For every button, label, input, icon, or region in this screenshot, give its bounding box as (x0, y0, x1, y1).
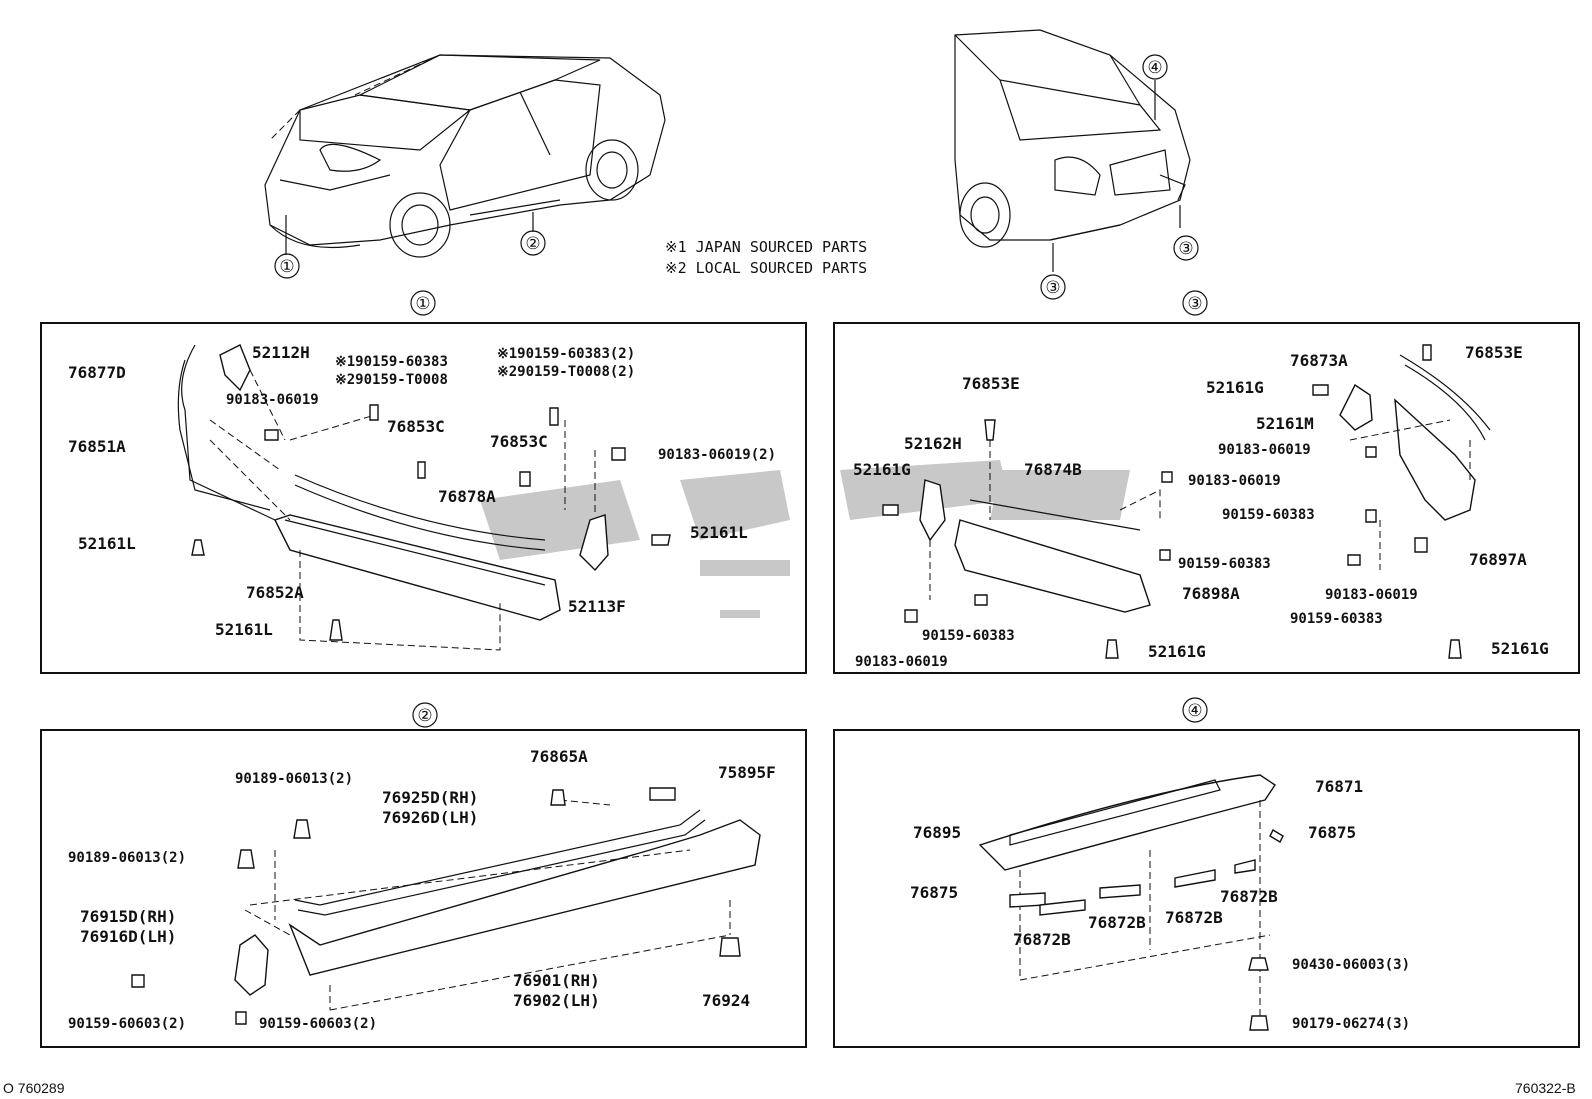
label-90159-60383-d: 90159-60383 (922, 628, 1015, 644)
section-1-label: ① (415, 294, 430, 313)
label-52161G-a: 52161G (1206, 378, 1264, 397)
label-90183-06019: 90183-06019 (226, 392, 319, 408)
label-90179-06274: 90179-06274(3) (1292, 1016, 1410, 1032)
label-90183-06019-a: 90183-06019 (1218, 442, 1311, 458)
label-76872B-a: 76872B (1220, 887, 1278, 906)
label-90159-60603-a: 90159-60603(2) (68, 1016, 186, 1032)
label-52161G-c: 52161G (1148, 642, 1206, 661)
section-2-label: ② (417, 706, 432, 725)
panel-front-bumper (40, 322, 807, 674)
rear-spoiler-drawing (978, 774, 1284, 1031)
label-76877D: 76877D (68, 363, 126, 382)
label-90430-06003: 90430-06003(3) (1292, 957, 1410, 973)
label-90183-06019-2: 90183-06019(2) (658, 447, 776, 463)
label-90159-T0008-b: ※290159-T0008(2) (497, 364, 635, 380)
callout-4: ④ (1147, 58, 1162, 77)
label-52161M: 52161M (1256, 414, 1314, 433)
label-76852A: 76852A (246, 583, 304, 602)
label-52161L-b: 52161L (690, 523, 748, 542)
callout-3-circle-a (1173, 235, 1199, 261)
front-bumper-drawing (177, 344, 671, 651)
note-japan: ※1 JAPAN SOURCED PARTS (665, 238, 867, 256)
callout-2: ② (525, 234, 540, 253)
label-90159-60383-a: ※190159-60383 (335, 354, 448, 370)
callout-1-circle (274, 253, 300, 279)
label-76853C-b: 76853C (490, 432, 548, 451)
footer-right-code: 760322-B (1515, 1080, 1576, 1096)
callout-2-circle (520, 230, 546, 256)
label-75895F: 75895F (718, 763, 776, 782)
label-90159-T0008-a: ※290159-T0008 (335, 372, 448, 388)
footer-left-code: O 760289 (3, 1080, 65, 1096)
callout-4-circle (1142, 54, 1168, 80)
label-76871: 76871 (1315, 777, 1363, 796)
label-76878A: 76878A (438, 487, 496, 506)
label-52161G-d: 52161G (1491, 639, 1549, 658)
label-76898A: 76898A (1182, 584, 1240, 603)
label-90159-60383-b: ※190159-60383(2) (497, 346, 635, 362)
label-76902: 76902(LH) (513, 991, 600, 1010)
label-52112H: 52112H (252, 343, 310, 362)
note-local: ※2 LOCAL SOURCED PARTS (665, 259, 867, 277)
label-90189-06013-a: 90189-06013(2) (235, 771, 353, 787)
callout-3-circle-b (1040, 274, 1066, 300)
label-76897A: 76897A (1469, 550, 1527, 569)
rear-bumper-drawing (882, 344, 1491, 659)
label-76853E-b: 76853E (1465, 343, 1523, 362)
label-52113F: 52113F (568, 597, 626, 616)
label-76901: 76901(RH) (513, 971, 600, 990)
label-76853C-a: 76853C (387, 417, 445, 436)
label-90183-06019-b: 90183-06019 (1188, 473, 1281, 489)
label-76872B-c: 76872B (1165, 908, 1223, 927)
rear-car-illustration (954, 29, 1191, 272)
panel-rear-bumper (833, 322, 1580, 674)
label-76865A: 76865A (530, 747, 588, 766)
label-76851A: 76851A (68, 437, 126, 456)
label-90159-60603-b: 90159-60603(2) (259, 1016, 377, 1032)
label-90159-60383-a: 90159-60383 (1222, 507, 1315, 523)
front-car-illustration (264, 54, 666, 258)
label-76915D: 76915D(RH) (80, 907, 176, 926)
label-90183-06019-d: 90183-06019 (855, 654, 948, 670)
section-3-label: ③ (1187, 294, 1202, 313)
callout-1: ① (279, 257, 294, 276)
label-76895: 76895 (913, 823, 961, 842)
label-76874B: 76874B (1024, 460, 1082, 479)
label-76875-b: 76875 (910, 883, 958, 902)
label-76916D: 76916D(LH) (80, 927, 176, 946)
section-1-circle (410, 290, 436, 316)
label-90159-60383-c: 90159-60383 (1290, 611, 1383, 627)
label-52161L-a: 52161L (78, 534, 136, 553)
label-90183-06019-c: 90183-06019 (1325, 587, 1418, 603)
label-76872B-d: 76872B (1013, 930, 1071, 949)
label-76924: 76924 (702, 991, 750, 1010)
label-90189-06013-b: 90189-06013(2) (68, 850, 186, 866)
label-52161L-c: 52161L (215, 620, 273, 639)
panel-side-skirt (40, 729, 807, 1048)
label-90159-60383-b: 90159-60383 (1178, 556, 1271, 572)
panel-rear-spoiler (833, 729, 1580, 1048)
callout-3a: ③ (1178, 239, 1193, 258)
label-52162H: 52162H (904, 434, 962, 453)
section-2-circle (412, 702, 438, 728)
label-76875-a: 76875 (1308, 823, 1356, 842)
section-4-circle (1182, 697, 1208, 723)
label-76853E-a: 76853E (962, 374, 1020, 393)
label-76925D: 76925D(RH) (382, 788, 478, 807)
label-76873A: 76873A (1290, 351, 1348, 370)
side-skirt-drawing (131, 787, 761, 1025)
section-3-circle (1182, 290, 1208, 316)
callout-3b: ③ (1045, 278, 1060, 297)
label-76926D: 76926D(LH) (382, 808, 478, 827)
label-76872B-b: 76872B (1088, 913, 1146, 932)
section-4-label: ④ (1187, 701, 1202, 720)
label-52161G-b: 52161G (853, 460, 911, 479)
